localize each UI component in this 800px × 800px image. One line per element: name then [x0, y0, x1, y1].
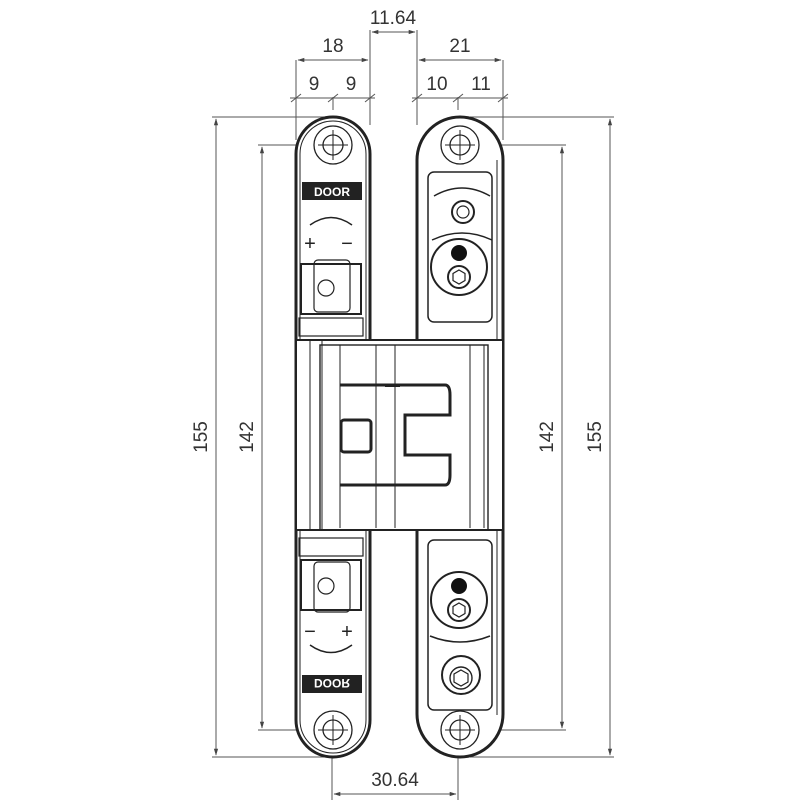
dim-left-hole-spacing: 142: [237, 421, 258, 453]
hinge-body: [295, 339, 504, 531]
left-bottom-screw-hole: [313, 710, 353, 750]
dim-right-width: 21: [449, 36, 470, 57]
left-top-cam-block: [298, 259, 364, 337]
tick: [364, 93, 376, 103]
dim-left-width: 18: [322, 36, 343, 57]
tick: [411, 93, 423, 103]
adjust-dot: [451, 245, 467, 261]
tick: [327, 93, 339, 103]
dim-left-half-b: 9: [346, 74, 357, 95]
right-bottom-screw-hole: [440, 710, 480, 750]
adjust-dot: [451, 578, 467, 594]
right-bottom-adjuster: [427, 539, 493, 711]
dim-bottom-offset: 30.64: [371, 770, 419, 791]
dim-right-hole-spacing: 142: [537, 421, 558, 453]
dim-left-overall-height: 155: [191, 421, 212, 453]
adjust-arc-icon: [309, 216, 353, 226]
hex-screw-icon: [452, 269, 466, 285]
dim-right-part-b: 11: [471, 74, 491, 95]
minus-icon: −: [341, 233, 353, 255]
door-label-top-bg: [302, 182, 362, 200]
tick: [290, 93, 302, 103]
left-bottom-cam-block: [298, 537, 364, 613]
right-top-screw-hole: [440, 125, 480, 165]
plus-icon: +: [341, 621, 353, 643]
dim-left-half-a: 9: [309, 74, 320, 95]
door-label-bottom: DOOR: [314, 676, 350, 690]
right-leaf: [295, 115, 505, 759]
dim-right-part-a: 10: [426, 74, 447, 95]
dimension-lines: [212, 29, 614, 800]
dim-gap-width: 11.64: [370, 8, 417, 29]
tick: [497, 93, 509, 103]
dim-right-overall-height: 155: [585, 421, 606, 453]
minus-icon: −: [304, 621, 316, 643]
tick: [452, 93, 464, 103]
plus-icon: +: [304, 233, 316, 255]
left-top-screw-hole: [313, 125, 353, 165]
hex-screw-icon: [453, 669, 469, 687]
door-label-top: DOOR: [314, 185, 350, 199]
door-label-bottom-bg: [302, 675, 362, 693]
hex-screw-icon: [452, 602, 466, 618]
right-top-adjuster: [427, 171, 493, 323]
adjust-arc-icon: [309, 644, 353, 654]
